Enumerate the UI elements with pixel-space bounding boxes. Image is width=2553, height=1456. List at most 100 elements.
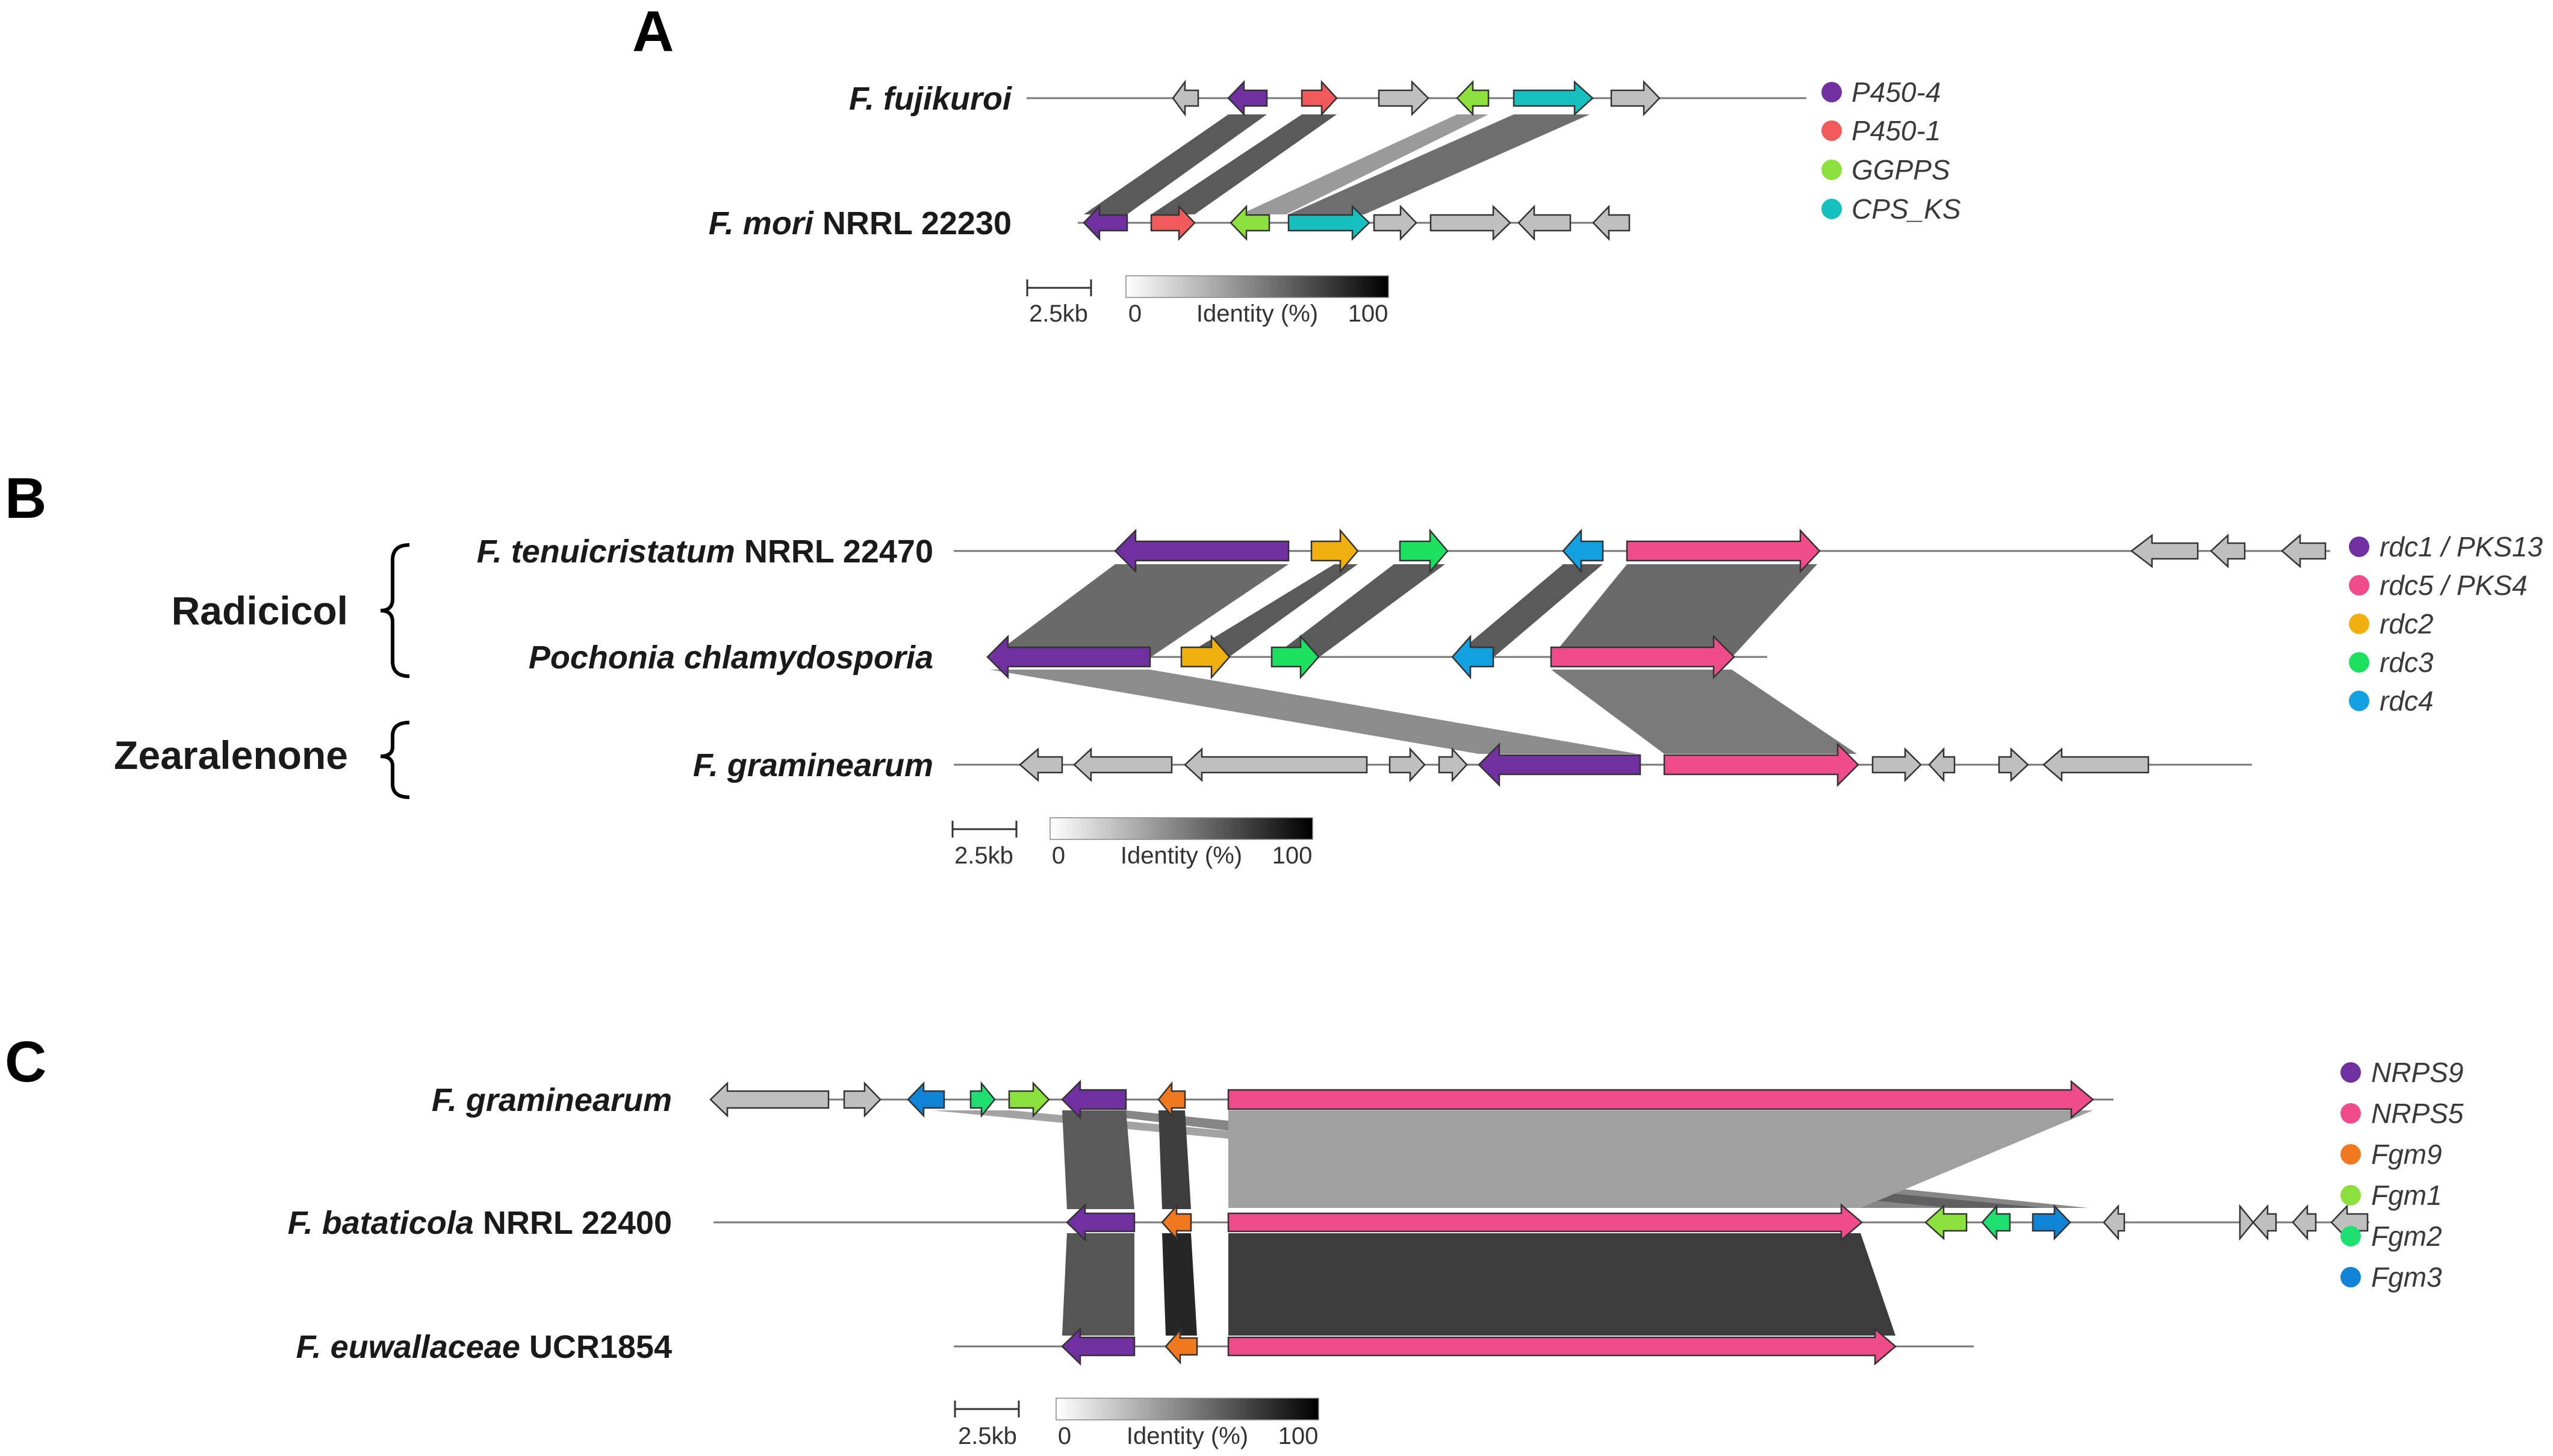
identity-label: Identity (%) [1196, 300, 1318, 327]
identity-label: Identity (%) [1121, 842, 1242, 869]
gene-arrow [1227, 1327, 1897, 1366]
legend-label: rdc1 / PKS13 [2380, 531, 2543, 562]
panel-a-legend: P450-4 P450-1 GGPPS CPS_KS [1821, 76, 1961, 225]
gene-arrow [1157, 1081, 1186, 1118]
legend-label: rdc2 [2380, 608, 2433, 639]
legend-label: P450-4 [1852, 76, 1941, 108]
legend-swatch [1821, 199, 1842, 219]
panel-b-letter: B [5, 466, 46, 530]
gene-arrow [1626, 528, 1821, 574]
gene-arrow [1114, 528, 1290, 574]
gene-arrow [2103, 1204, 2125, 1241]
gene-arrow [2032, 1204, 2071, 1241]
panel-c-legend: NRPS9 NRPS5 Fgm9 Fgm1 Fgm2 Fgm3 [2340, 1057, 2464, 1293]
gene-arrow [1165, 1328, 1198, 1365]
homology-link [1062, 1110, 1134, 1209]
track-label-f-graminearum-c: F. graminearum [432, 1082, 672, 1118]
gene-arrow [1513, 80, 1594, 116]
gene-arrow [1924, 1204, 1968, 1240]
gene-arrow [1429, 205, 1511, 241]
homology-link [1452, 564, 1603, 658]
homology-link [1062, 1233, 1134, 1336]
track-f-euwallaceae-genes [1061, 1327, 1897, 1366]
gene-arrow [969, 1081, 996, 1118]
panel-c-letter: C [5, 1030, 46, 1094]
gene-arrow [1610, 79, 1661, 117]
gene-arrow [1388, 747, 1426, 783]
legend-swatch [2340, 1185, 2361, 1206]
gene-arrow [907, 1081, 945, 1118]
identity-gradient [1056, 1398, 1319, 1420]
identity-max: 100 [1278, 1423, 1319, 1449]
gene-arrow [1663, 742, 1859, 788]
track-label-f-fujikuroi: F. fujikuroi [849, 81, 1012, 117]
track-label-f-euwallaceae: F. euwallaceae UCR1854 [296, 1329, 672, 1365]
gene-arrow [2042, 747, 2150, 782]
homology-link [1158, 1110, 1191, 1209]
legend-label: GGPPS [1852, 154, 1950, 185]
gene-arrow [1172, 79, 1199, 117]
legend-swatch [1821, 120, 1842, 141]
gene-arrow [1373, 204, 1417, 241]
legend-swatch [2340, 1062, 2361, 1083]
legend-swatch [2349, 652, 2369, 673]
gene-arrow [1456, 79, 1490, 117]
gene-arrow [1301, 79, 1338, 117]
panel-b-homology-links [990, 564, 1857, 754]
gene-arrow [1061, 1079, 1127, 1120]
panel-b-scale: 2.5kb 0 Identity (%) 100 [951, 817, 1313, 869]
homology-link [990, 670, 1638, 754]
gene-arrow [1451, 634, 1494, 680]
gene-arrow [1008, 1081, 1050, 1118]
legend-label: P450-1 [1852, 115, 1941, 146]
gene-arrow [843, 1081, 882, 1118]
legend-swatch [2340, 1144, 2361, 1165]
gene-arrow [1073, 747, 1173, 782]
gene-arrow [1592, 204, 1631, 241]
homology-link [1551, 670, 1857, 754]
group-label-radicicol: Radicicol [172, 588, 348, 633]
panel-c-scale: 2.5kb 0 Identity (%) 100 [954, 1398, 1319, 1449]
panel-c: C [5, 1030, 2464, 1449]
track-label-f-graminearum-b: F. graminearum [693, 747, 933, 783]
identity-gradient [1049, 817, 1313, 840]
scale-bar-label: 2.5kb [954, 842, 1013, 869]
gene-arrow [2252, 1204, 2277, 1241]
homology-link [1551, 564, 1817, 658]
gene-arrow [1180, 634, 1231, 680]
gene-arrow [1161, 1204, 1192, 1241]
track-f-fujikuroi-genes [1172, 79, 1661, 117]
track-f-tenuicristatum-genes [1114, 528, 2327, 574]
gene-arrow [1150, 204, 1196, 241]
homology-link [1162, 1233, 1197, 1336]
track-label-pochonia: Pochonia chlamydosporia [529, 639, 933, 676]
track-label-f-mori: F. mori NRRL 22230 [709, 205, 1012, 241]
panel-b: B [5, 466, 2543, 869]
track-f-graminearum-c-genes [709, 1079, 2094, 1120]
homology-link [990, 564, 1289, 658]
gene-arrow [1310, 528, 1359, 574]
gene-arrow [1378, 79, 1429, 117]
gene-arrow [1227, 1080, 2094, 1119]
scale-bar-label: 2.5kb [1029, 300, 1088, 327]
gene-arrow [1061, 1327, 1136, 1366]
gene-arrow [1083, 204, 1128, 241]
legend-swatch [2340, 1103, 2361, 1124]
panel-a-homology-links [1084, 114, 1590, 214]
identity-label: Identity (%) [1127, 1423, 1248, 1449]
legend-label: NRPS5 [2371, 1098, 2464, 1129]
identity-min: 0 [1052, 842, 1065, 869]
legend-swatch [2349, 691, 2369, 711]
panel-a-letter: A [632, 0, 674, 64]
gene-arrow [1550, 634, 1735, 680]
gene-arrow [709, 1081, 830, 1118]
track-label-f-tenuicristatum: F. tenuicristatum NRRL 22470 [477, 534, 933, 570]
gene-arrow [1227, 1203, 1863, 1242]
gene-arrow [1066, 1203, 1136, 1242]
gene-arrow [1438, 747, 1468, 783]
homology-link [1084, 114, 1267, 214]
gene-arrow [2281, 534, 2327, 568]
track-label-f-bataticola: F. bataticola NRRL 22400 [288, 1205, 672, 1241]
panel-b-legend: rdc1 / PKS13 rdc5 / PKS4 rdc2 rdc3 rdc4 [2349, 531, 2543, 717]
identity-gradient [1125, 275, 1389, 298]
